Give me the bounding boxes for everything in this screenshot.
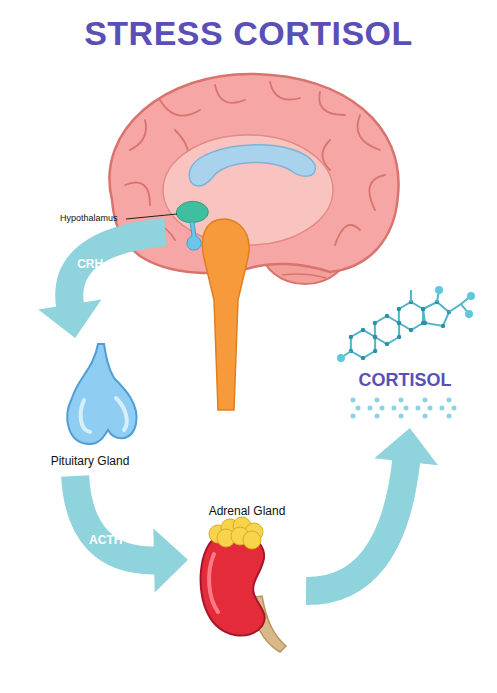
pituitary-node: Pituitary Gland	[28, 338, 152, 476]
cortisol-dots	[399, 414, 404, 419]
node-label: Pituitary Gland	[28, 454, 152, 468]
cortisol-dots	[392, 406, 397, 411]
atom	[373, 321, 377, 325]
flow-arrow	[75, 476, 188, 592]
adrenal-art	[188, 502, 306, 658]
atom	[423, 321, 427, 325]
cortisol-dots	[375, 398, 380, 403]
arrow-head	[153, 528, 188, 592]
cortisol-dots	[428, 406, 433, 411]
pituitary-small	[187, 222, 201, 250]
cortisol-node: CORTISOL	[325, 282, 485, 428]
cortisol-dots	[423, 414, 428, 419]
hormone-label: CRH	[77, 257, 103, 271]
cortisol-dots	[380, 406, 385, 411]
gland-highlight	[81, 398, 127, 432]
cortisol-dots	[416, 406, 421, 411]
hypothalamus-label-box: Hypothalamus	[56, 206, 200, 232]
arrow-body	[75, 476, 156, 560]
node-label: Hypothalamus	[60, 213, 118, 223]
leader-line	[126, 214, 177, 219]
cortisol-dots	[404, 406, 409, 411]
cortisol-dots	[423, 398, 428, 403]
cortisol-dots	[447, 414, 452, 419]
atom	[373, 335, 377, 339]
arrow-body	[69, 232, 165, 306]
cortisol-dots	[351, 398, 356, 403]
cortisol-dots	[447, 398, 452, 403]
atom	[409, 328, 413, 332]
flow-arrow	[38, 232, 165, 338]
ventricle	[189, 145, 315, 186]
bonds	[341, 290, 471, 358]
inner-brain	[163, 135, 333, 245]
steroid-molecule	[351, 302, 449, 358]
cortisol-dots	[375, 414, 380, 419]
pituitary-gland	[67, 344, 136, 444]
adrenal-node: Adrenal Gland	[188, 502, 306, 658]
atom	[349, 335, 353, 339]
hormone-label: ACTH	[89, 533, 122, 547]
atom	[337, 354, 345, 362]
atom	[397, 307, 401, 311]
atom	[465, 310, 473, 318]
ring	[351, 330, 375, 358]
cortisol-dots	[356, 406, 361, 411]
atom	[421, 307, 425, 311]
flow-arrow	[306, 428, 438, 591]
cortisol-dots	[399, 398, 404, 403]
cortisol-dots	[452, 406, 457, 411]
atom	[435, 286, 443, 294]
ring	[375, 316, 399, 344]
atom	[397, 321, 401, 325]
cortisol-dots	[351, 414, 356, 419]
atom	[373, 335, 377, 339]
arrow-head	[374, 428, 438, 465]
brainstem	[202, 219, 249, 410]
atom	[397, 321, 401, 325]
cortisol-dots	[440, 406, 445, 411]
cortisol-art	[325, 282, 485, 428]
atom	[441, 324, 445, 328]
title: STRESS CORTISOL	[0, 14, 497, 53]
atom	[421, 307, 425, 311]
atom	[373, 349, 377, 353]
kidney-highlight	[209, 554, 218, 612]
atom	[385, 342, 389, 346]
cortisol-dots	[368, 406, 373, 411]
atom	[467, 292, 475, 300]
node-label: Adrenal Gland	[188, 504, 306, 518]
atom	[361, 356, 365, 360]
hypothalamus	[176, 201, 208, 222]
arrow-body	[306, 460, 406, 591]
atom	[361, 328, 365, 332]
ring	[423, 302, 449, 326]
node-label: CORTISOL	[325, 370, 485, 391]
atom	[397, 335, 401, 339]
adrenal-cap	[243, 531, 261, 549]
ring	[399, 302, 423, 330]
atom	[385, 314, 389, 318]
